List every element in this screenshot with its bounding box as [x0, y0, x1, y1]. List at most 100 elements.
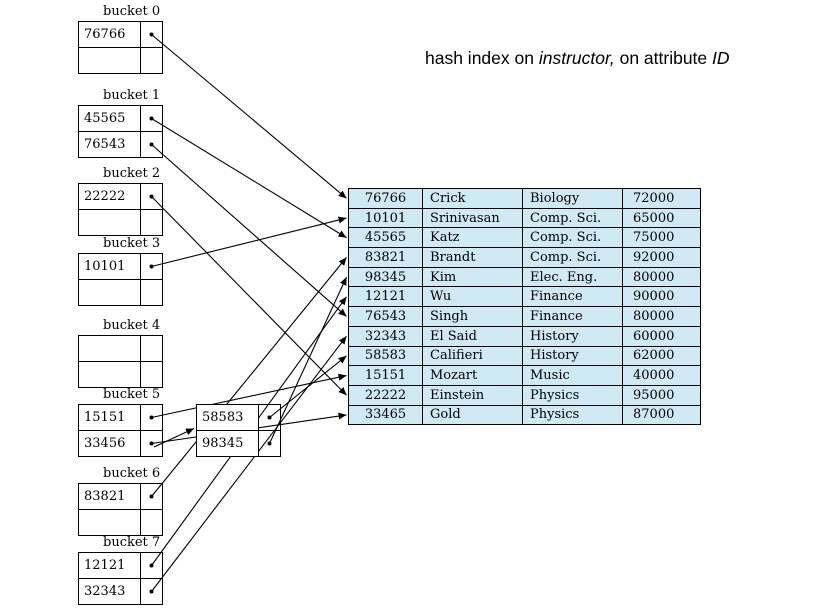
table-row: 10101 Srinivasan Comp. Sci. 65000 [348, 207, 701, 229]
cell-salary: 80000 [622, 266, 701, 288]
cell-name: Crick [422, 188, 523, 209]
overflow-bucket-table: 58583 98345 [196, 404, 281, 457]
table-row: 98345 Kim Elec. Eng. 80000 [348, 266, 701, 288]
cell-salary: 75000 [622, 227, 701, 249]
title-text: hash index on [425, 48, 539, 68]
bucket-entry-key: 45565 [78, 105, 141, 132]
cell-name: Wu [422, 286, 523, 308]
bucket-entry-key: 12121 [78, 552, 141, 579]
cell-id: 15151 [348, 365, 423, 386]
cell-name: Gold [422, 404, 523, 426]
bucket-entry-key: 98345 [196, 430, 259, 457]
bucket-entry-key [78, 509, 141, 536]
bucket-entry-pointer [140, 335, 163, 362]
cell-name: Einstein [422, 384, 523, 406]
cell-id: 83821 [348, 247, 423, 268]
bucket-entry-pointer [140, 183, 163, 210]
bucket-4: bucket 4 [78, 318, 163, 388]
cell-id: 58583 [348, 345, 423, 367]
bucket-entry-key: 83821 [78, 483, 141, 510]
cell-dept: Comp. Sci. [522, 207, 623, 229]
table-row: 12121 Wu Finance 90000 [348, 286, 701, 308]
table-row: 32343 El Said History 60000 [348, 325, 701, 347]
bucket-label: bucket 6 [103, 466, 161, 481]
bucket-entry-pointer [140, 483, 163, 510]
cell-dept: Physics [522, 384, 623, 406]
title-italic-instructor: instructor, [538, 48, 615, 68]
bucket-entry-key [78, 361, 141, 388]
bucket-entry-pointer [140, 578, 163, 605]
bucket-entry-pointer [140, 279, 163, 306]
bucket-entry-pointer [140, 404, 163, 431]
cell-id: 10101 [348, 207, 423, 229]
cell-id: 76766 [348, 188, 423, 209]
bucket-label: bucket 2 [103, 166, 161, 181]
instructor-table-wrap: 76766 Crick Biology 72000 10101 Srinivas… [348, 188, 701, 426]
cell-name: Kim [422, 266, 523, 288]
bucket-6-table: 83821 [78, 483, 163, 536]
cell-dept: Music [522, 365, 623, 386]
cell-id: 76543 [348, 306, 423, 327]
bucket-entry-pointer [258, 404, 281, 431]
bucket-label: bucket 3 [103, 236, 161, 251]
bucket-entry-key [78, 279, 141, 306]
bucket-0-table: 76766 [78, 21, 163, 74]
table-row: 76766 Crick Biology 72000 [348, 188, 701, 209]
cell-dept: Comp. Sci. [522, 227, 623, 249]
bucket-label: bucket 5 [103, 387, 161, 402]
cell-salary: 92000 [622, 247, 701, 268]
bucket-3-table: 10101 [78, 253, 163, 306]
cell-salary: 72000 [622, 188, 701, 209]
bucket-6: bucket 6 83821 [78, 466, 163, 536]
cell-id: 32343 [348, 325, 423, 347]
instructor-table: 76766 Crick Biology 72000 10101 Srinivas… [348, 188, 701, 426]
cell-name: Singh [422, 306, 523, 327]
cell-salary: 95000 [622, 384, 701, 406]
cell-id: 33465 [348, 404, 423, 426]
cell-salary: 65000 [622, 207, 701, 229]
bucket-entry-key: 15151 [78, 404, 141, 431]
cell-name: Califieri [422, 345, 523, 367]
cell-name: Mozart [422, 365, 523, 386]
bucket-entry-key: 76543 [78, 131, 141, 158]
cell-name: Srinivasan [422, 207, 523, 229]
bucket-entry-key: 33456 [78, 430, 141, 457]
table-row: 45565 Katz Comp. Sci. 75000 [348, 227, 701, 249]
cell-name: Brandt [422, 247, 523, 268]
table-row: 76543 Singh Finance 80000 [348, 306, 701, 327]
cell-salary: 60000 [622, 325, 701, 347]
bucket-entry-pointer [140, 253, 163, 280]
table-row: 22222 Einstein Physics 95000 [348, 384, 701, 406]
bucket-entry-key: 58583 [196, 404, 259, 431]
bucket-entry-pointer [140, 209, 163, 236]
bucket-entry-key: 10101 [78, 253, 141, 280]
cell-salary: 87000 [622, 404, 701, 426]
title-text: on attribute [614, 48, 713, 68]
bucket-1: bucket 1 45565 76543 [78, 88, 163, 158]
table-row: 83821 Brandt Comp. Sci. 92000 [348, 247, 701, 268]
table-row: 58583 Califieri History 62000 [348, 345, 701, 367]
cell-name: Katz [422, 227, 523, 249]
cell-id: 22222 [348, 384, 423, 406]
bucket-2: bucket 2 22222 [78, 166, 163, 236]
bucket-entry-pointer [140, 131, 163, 158]
cell-id: 45565 [348, 227, 423, 249]
bucket-0: bucket 0 76766 [78, 4, 163, 74]
cell-dept: Comp. Sci. [522, 247, 623, 268]
cell-salary: 90000 [622, 286, 701, 308]
bucket-entry-pointer [140, 430, 163, 457]
bucket-label: bucket 7 [103, 535, 161, 550]
bucket-7-table: 12121 32343 [78, 552, 163, 605]
bucket-entry-key: 76766 [78, 21, 141, 48]
bucket-entry-key [78, 209, 141, 236]
cell-salary: 80000 [622, 306, 701, 327]
bucket-entry-key [78, 47, 141, 74]
bucket-1-table: 45565 76543 [78, 105, 163, 158]
bucket-entry-key: 22222 [78, 183, 141, 210]
cell-id: 12121 [348, 286, 423, 308]
bucket-entry-key: 32343 [78, 578, 141, 605]
cell-name: El Said [422, 325, 523, 347]
bucket-entry-pointer [140, 105, 163, 132]
diagram-title: hash index on instructor, on attribute I… [425, 48, 730, 69]
